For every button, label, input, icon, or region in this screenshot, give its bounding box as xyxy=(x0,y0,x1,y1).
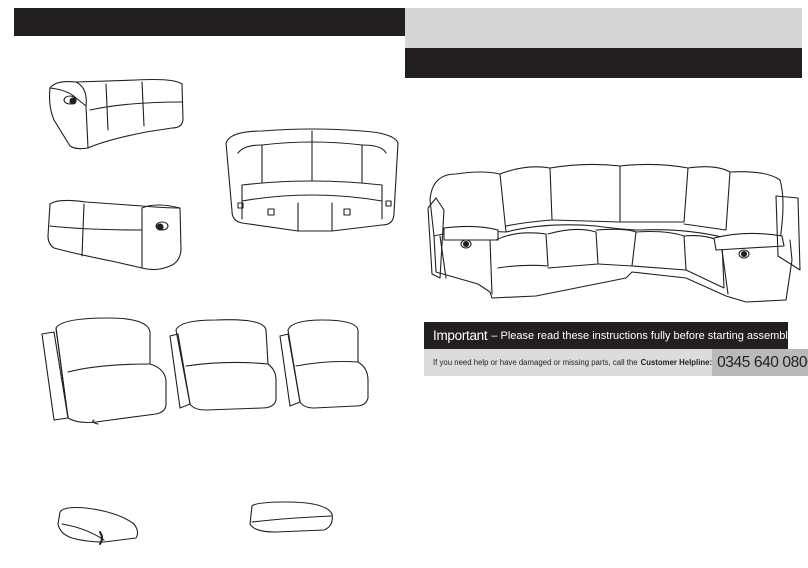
help-text: If you need help or have damaged or miss… xyxy=(433,358,638,367)
important-notice: Important – Please read these instructio… xyxy=(424,322,808,376)
header-bar-right-grey xyxy=(405,8,802,48)
important-banner: Important – Please read these instructio… xyxy=(424,322,793,349)
header-bar-right-black xyxy=(405,48,802,78)
back-cushion-small-illustration xyxy=(278,318,373,410)
two-seater-left-illustration xyxy=(46,76,186,152)
helpline-banner: If you need help or have damaged or miss… xyxy=(424,349,808,376)
corner-unit-illustration xyxy=(222,125,402,237)
helpline-label: Customer Helpline: xyxy=(640,358,713,367)
back-cushion-large-illustration xyxy=(38,316,173,426)
helpline-phone: 0345 640 0800 xyxy=(712,349,808,376)
two-seater-right-illustration xyxy=(46,196,186,276)
armrest-pad-illustration xyxy=(56,504,141,546)
assembled-sofa-illustration xyxy=(426,160,806,308)
important-text: – Please read these instructions fully b… xyxy=(491,329,794,342)
seat-pad-illustration xyxy=(246,500,336,536)
important-label: Important xyxy=(433,328,488,343)
back-cushion-medium-illustration xyxy=(166,316,281,414)
header-bar-left xyxy=(14,8,405,36)
helpline-text: If you need help or have damaged or miss… xyxy=(433,358,712,367)
